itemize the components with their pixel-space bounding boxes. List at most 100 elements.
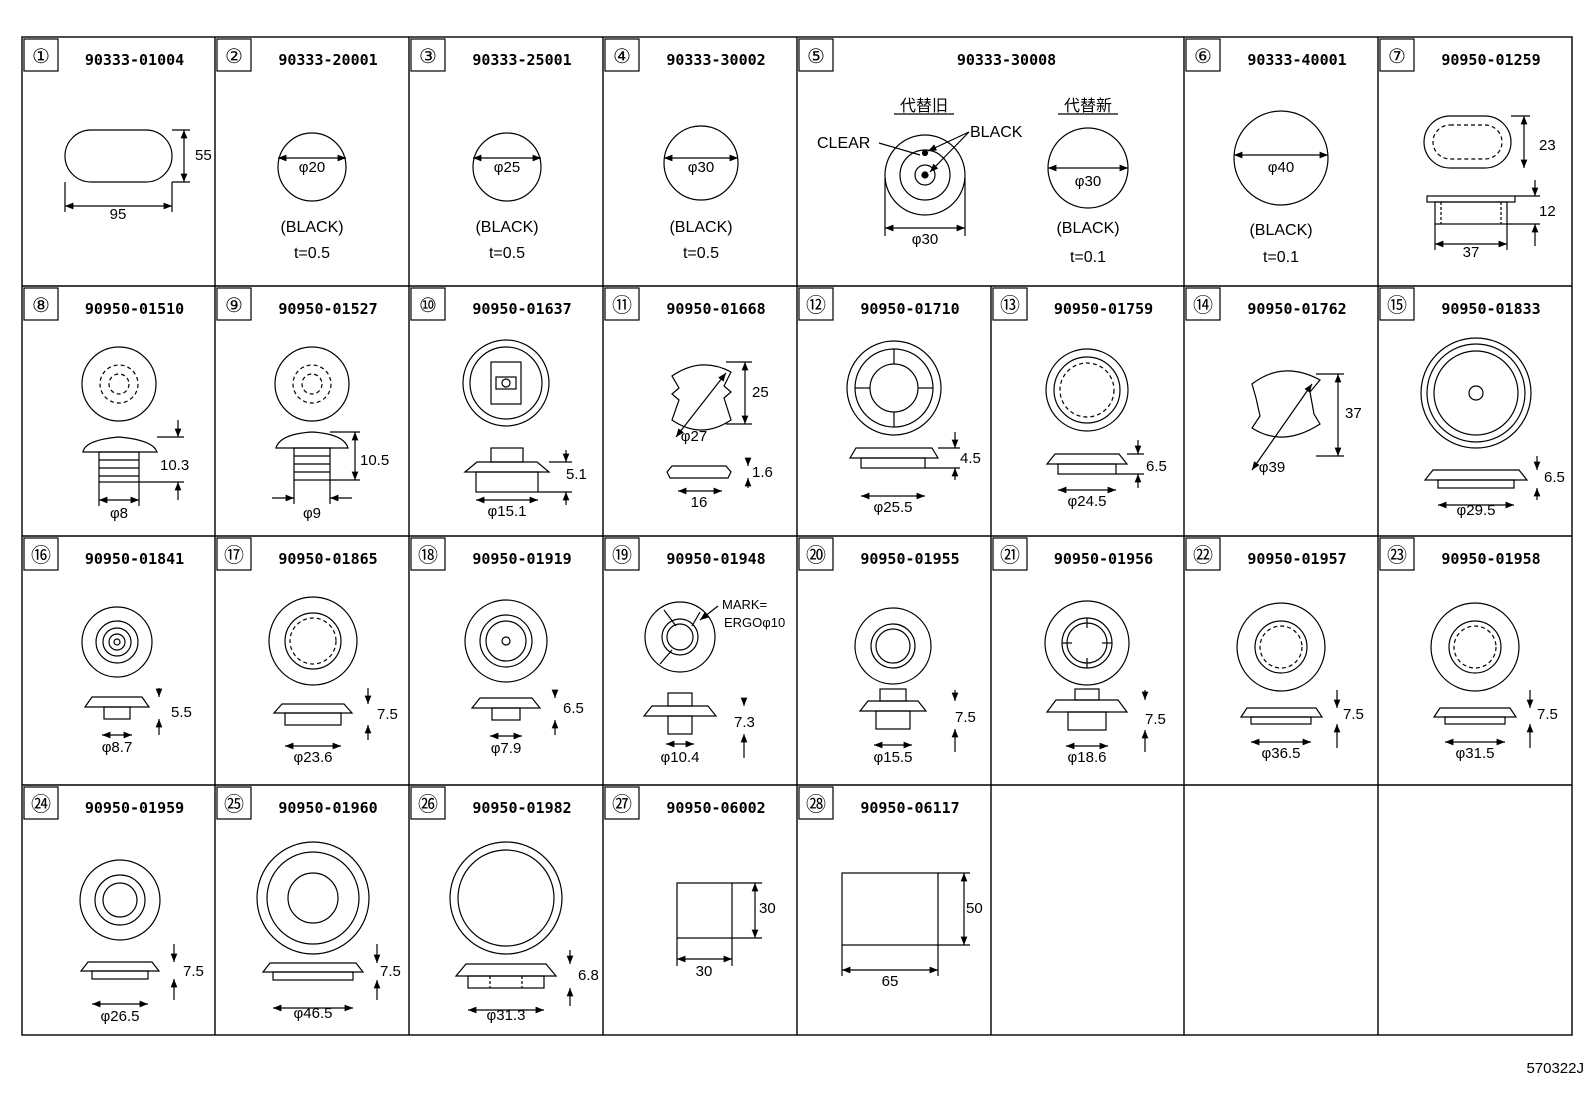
part-number: 90950-01510 xyxy=(85,300,184,318)
part-number: 90333-40001 xyxy=(1247,51,1346,69)
part-number: 90950-01833 xyxy=(1441,300,1540,318)
dimension-label: 30 xyxy=(759,900,776,917)
part-cell-13: ⑬ 90950-01759 xyxy=(992,287,1153,321)
part-6-drawing xyxy=(1233,110,1329,206)
index-box xyxy=(1379,537,1415,571)
part-index: ㉕ xyxy=(224,793,244,816)
dimension-label: φ36.5 xyxy=(1262,745,1301,762)
dimension-label: φ31.5 xyxy=(1456,745,1495,762)
dimension-label: 37 xyxy=(1345,405,1362,422)
part-23-drawing xyxy=(1430,602,1534,748)
part-1-drawing xyxy=(64,129,190,212)
part-27-drawing xyxy=(676,882,762,966)
part-number: 90950-01637 xyxy=(472,300,571,318)
part-14-drawing xyxy=(1251,370,1344,471)
note-thickness-5: t=0.1 xyxy=(1070,249,1106,266)
index-box xyxy=(1379,38,1415,72)
part-cell-10: ⑩ 90950-01637 xyxy=(410,287,572,321)
part-index: ⑤ xyxy=(807,46,825,68)
note-black-4: (BLACK) xyxy=(669,219,732,236)
part-number: 90333-30002 xyxy=(666,51,765,69)
index-box xyxy=(216,786,252,820)
part-index: ⑨ xyxy=(225,295,243,317)
index-box xyxy=(604,537,640,571)
dimension-label: 1.6 xyxy=(752,464,773,481)
dimension-label: 7.3 xyxy=(734,714,755,731)
part-index: ① xyxy=(32,46,50,68)
note-black-5: (BLACK) xyxy=(1056,220,1119,237)
dimension-label: φ18.6 xyxy=(1068,749,1107,766)
part-8-drawing xyxy=(81,346,184,506)
index-box xyxy=(992,537,1028,571)
note-old-label: 代替旧 xyxy=(900,97,948,115)
part-index: ㉖ xyxy=(418,793,438,816)
part-index: ㉗ xyxy=(612,793,632,816)
dimension-label: φ39 xyxy=(1259,459,1285,476)
part-17-drawing xyxy=(268,596,372,750)
part-7-drawing xyxy=(1423,115,1540,250)
index-box xyxy=(604,786,640,820)
part-number: 90950-01957 xyxy=(1247,550,1346,568)
dimension-label: 6.5 xyxy=(1544,469,1565,486)
part-cell-6: ⑥ 90333-40001 xyxy=(1185,38,1347,72)
part-11-drawing xyxy=(666,361,752,495)
part-number: 90950-06117 xyxy=(860,799,959,817)
part-2-drawing xyxy=(277,132,347,202)
dimension-label: 7.5 xyxy=(1537,706,1558,723)
index-box xyxy=(798,287,834,321)
part-number: 90950-01762 xyxy=(1247,300,1346,318)
dimension-label: 37 xyxy=(1463,244,1480,261)
dimension-label: 10.3 xyxy=(160,457,189,474)
part-index: ④ xyxy=(613,46,631,68)
dimension-label: 10.5 xyxy=(360,452,389,469)
part-index: ⑥ xyxy=(1194,46,1212,68)
index-box xyxy=(604,287,640,321)
part-10-drawing xyxy=(462,339,572,505)
part-21-drawing xyxy=(1044,600,1149,752)
drawings xyxy=(64,110,1541,1014)
dimension-label: φ15.1 xyxy=(488,503,527,520)
dimension-label: 25 xyxy=(752,384,769,401)
dimension-label: φ31.3 xyxy=(487,1007,526,1024)
index-box xyxy=(1185,38,1221,72)
part-4-drawing xyxy=(663,125,739,201)
dimension-label: φ23.6 xyxy=(294,749,333,766)
part-24-drawing xyxy=(79,859,178,1008)
dimension-label: φ46.5 xyxy=(294,1005,333,1022)
index-box xyxy=(410,287,446,321)
index-box xyxy=(798,38,834,72)
part-index: ㉘ xyxy=(806,793,826,816)
dimension-label: φ8.7 xyxy=(102,739,133,756)
part-index: ㉒ xyxy=(1193,544,1213,567)
dimension-label: 55 xyxy=(195,147,212,164)
index-box xyxy=(23,38,59,72)
part-9-drawing xyxy=(272,346,360,504)
part-number: 90950-01527 xyxy=(278,300,377,318)
index-box xyxy=(23,537,59,571)
part-number: 90950-01958 xyxy=(1441,550,1540,568)
dimension-label: 30 xyxy=(696,963,713,980)
part-index: ⑬ xyxy=(1000,294,1020,317)
part-12-drawing xyxy=(846,340,960,500)
dimension-label: φ10.4 xyxy=(661,749,700,766)
part-number: 90950-01759 xyxy=(1054,300,1153,318)
part-index: ⑩ xyxy=(419,295,437,317)
part-cell-22: ㉒ 90950-01957 xyxy=(1185,537,1347,571)
dimension-label: φ25 xyxy=(494,159,520,176)
index-box xyxy=(23,786,59,820)
dimension-label: 4.5 xyxy=(960,450,981,467)
part-number: 90950-01710 xyxy=(860,300,959,318)
dimension-label: φ30 xyxy=(912,231,938,248)
dimension-label: 65 xyxy=(882,973,899,990)
dimension-label: 5.1 xyxy=(566,466,587,483)
